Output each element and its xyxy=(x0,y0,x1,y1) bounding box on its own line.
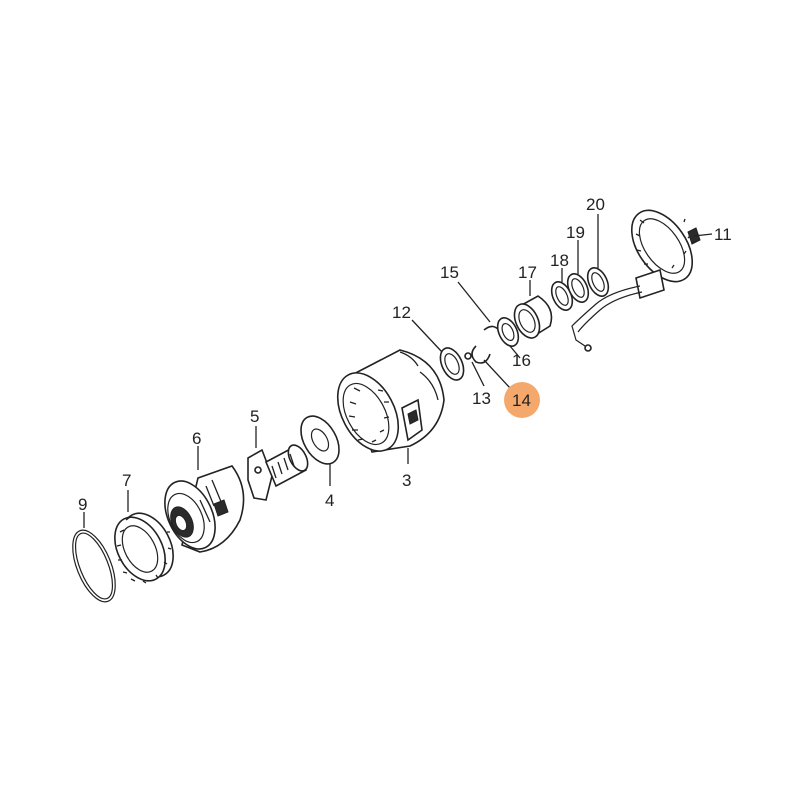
callout-3: 3 xyxy=(402,471,411,490)
part-19-ring xyxy=(566,273,590,303)
part-7-knurled-nut xyxy=(114,512,174,584)
callout-20: 20 xyxy=(586,195,605,214)
part-17-sleeve xyxy=(513,295,553,339)
callout-19: 19 xyxy=(566,223,585,242)
callout-16: 16 xyxy=(512,351,531,370)
part-13-ball xyxy=(464,352,472,360)
callout-7: 7 xyxy=(122,471,131,490)
part-20-ring xyxy=(586,267,610,297)
part-12-o-ring xyxy=(439,347,465,381)
part-16-ring xyxy=(496,317,520,347)
callout-4: 4 xyxy=(325,491,334,510)
part-6-front-housing xyxy=(164,465,245,553)
part-9-o-ring xyxy=(72,529,116,603)
callout-11: 11 xyxy=(714,225,732,244)
callout-5: 5 xyxy=(250,407,259,426)
callout-9: 9 xyxy=(78,495,87,514)
callout-14: 14 xyxy=(512,391,531,410)
leader-lines xyxy=(83,214,713,528)
highlight-circle xyxy=(504,382,540,418)
part-5-anvil xyxy=(247,444,309,501)
callout-13: 13 xyxy=(472,389,491,408)
part-3-main-housing xyxy=(336,349,445,453)
part-11-led-ring-with-wire xyxy=(571,209,701,352)
callout-17: 17 xyxy=(518,263,537,282)
callout-6: 6 xyxy=(192,429,201,448)
callout-labels: 11 20 19 18 17 15 12 16 13 14 3 4 5 6 7 … xyxy=(78,195,732,514)
part-14-clip xyxy=(471,345,491,364)
callout-15: 15 xyxy=(440,263,459,282)
callout-12: 12 xyxy=(392,303,411,322)
callout-18: 18 xyxy=(550,251,569,270)
part-4-washer xyxy=(300,415,340,465)
